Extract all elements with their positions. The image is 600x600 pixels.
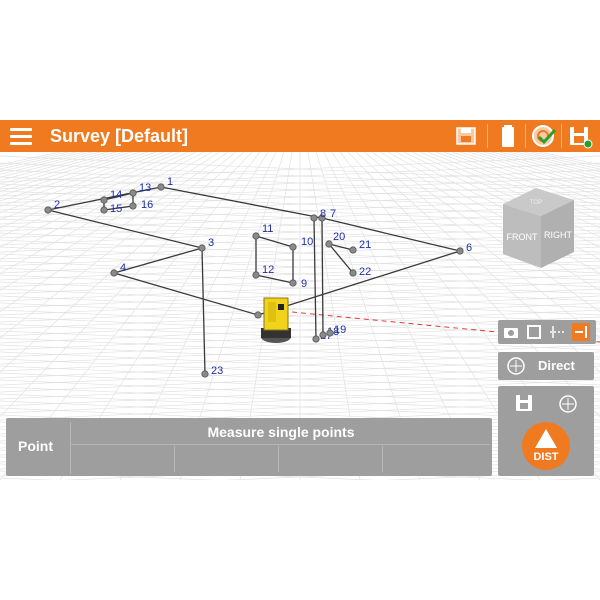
polyline-segment — [113, 247, 203, 274]
polyline-segment — [328, 243, 354, 251]
laser-icon — [575, 326, 587, 338]
target-check-icon — [532, 125, 557, 147]
survey-point-label: 16 — [141, 199, 153, 211]
polyline-segment — [47, 209, 203, 249]
triangle-up-icon — [535, 429, 557, 448]
survey-point-14[interactable]: 14 — [100, 189, 122, 204]
target-icon — [507, 357, 525, 375]
direct-measure-button[interactable]: Direct — [498, 352, 594, 380]
dist-label: DIST — [533, 451, 559, 463]
survey-polylines — [47, 186, 461, 375]
frame-mode-button[interactable] — [525, 323, 543, 341]
survey-point-label: 1 — [167, 176, 173, 188]
survey-point-label: 20 — [333, 231, 345, 243]
measure-info-panel: Point Measure single points — [6, 418, 492, 476]
data-save-status-button[interactable] — [566, 123, 594, 149]
survey-point-13[interactable]: 13 — [129, 182, 151, 197]
survey-point-22[interactable]: 22 — [349, 266, 371, 278]
instrument-model[interactable] — [261, 297, 291, 343]
save-status-icon — [570, 127, 593, 149]
page-title: Survey [Default] — [50, 126, 189, 146]
polyline-segment — [255, 235, 294, 248]
survey-point-9[interactable]: 9 — [289, 278, 307, 290]
save-button[interactable] — [452, 123, 480, 149]
survey-point-label: 19 — [334, 324, 346, 336]
survey-point-6[interactable]: 6 — [456, 242, 472, 255]
survey-app-screen: Survey [Default] — [0, 120, 600, 480]
survey-points: 1234567891011121314151617181920212223 — [44, 176, 472, 378]
survey-point-label: 6 — [466, 242, 472, 254]
laser-mode-button[interactable] — [572, 323, 590, 341]
survey-point-19[interactable]: 19 — [326, 324, 346, 337]
mode-label: Point — [18, 438, 53, 454]
survey-point-label: 7 — [330, 208, 336, 220]
survey-point-10[interactable]: 10 — [289, 236, 313, 251]
survey-point-label: 11 — [262, 223, 273, 235]
survey-point-label: 14 — [110, 189, 122, 201]
polyline-segment — [328, 243, 354, 274]
survey-point-label: 8 — [320, 208, 326, 220]
frame-icon — [527, 325, 541, 339]
survey-point-16[interactable]: 16 — [129, 199, 153, 211]
polyline-segment — [113, 272, 259, 316]
camera-mode-button[interactable] — [502, 323, 520, 341]
camera-icon — [504, 328, 518, 338]
survey-point-label: 4 — [120, 262, 126, 274]
battery-indicator — [494, 123, 522, 149]
menu-icon — [10, 128, 32, 131]
survey-point-1[interactable]: 1 — [157, 176, 173, 191]
battery-icon — [502, 125, 514, 147]
survey-point-label: 2 — [54, 199, 60, 211]
survey-point-label: 9 — [301, 278, 307, 290]
menu-button[interactable] — [10, 127, 34, 145]
polyline-segment — [255, 274, 294, 284]
survey-point-12[interactable]: 12 — [252, 264, 274, 279]
polyline-segment — [103, 192, 134, 201]
polyline-segment — [201, 247, 206, 375]
laser-beam — [291, 311, 600, 343]
survey-point-label: 3 — [208, 237, 214, 249]
survey-point-label: 22 — [359, 266, 371, 278]
survey-point-3[interactable]: 3 — [198, 237, 214, 252]
crosshair-distance-icon — [550, 326, 564, 338]
top-app-bar: Survey [Default] — [0, 120, 600, 152]
survey-point-11[interactable]: 11 — [252, 223, 274, 240]
survey-point-21[interactable]: 21 — [349, 239, 371, 254]
survey-point-23[interactable]: 23 — [201, 365, 223, 378]
survey-point-label: 23 — [211, 365, 223, 377]
survey-point-20[interactable]: 20 — [325, 231, 345, 248]
measure-title: Measure single points — [207, 424, 355, 440]
polyline-segment — [313, 217, 317, 340]
viewcube-top-label: TOP — [530, 200, 542, 206]
survey-point-label: 13 — [139, 182, 151, 194]
survey-point-label: 15 — [110, 203, 122, 215]
view-cube[interactable]: TOP FRONT RIGHT — [498, 184, 578, 274]
direct-label: Direct — [538, 358, 575, 373]
survey-point-label: 21 — [359, 239, 371, 251]
measure-action-panel: DIST — [498, 386, 594, 476]
survey-point-8[interactable]: 8 — [310, 208, 326, 222]
polyline-segment — [321, 217, 324, 336]
polyline-segment — [160, 186, 323, 219]
polyline-segment — [257, 250, 461, 316]
survey-point-label: 12 — [262, 264, 274, 276]
viewcube-front-label: FRONT — [507, 232, 538, 242]
survey-point-7[interactable]: 7 — [318, 208, 336, 222]
survey-point-2[interactable]: 2 — [44, 199, 60, 214]
target-icon[interactable] — [554, 390, 584, 418]
survey-point-4[interactable]: 4 — [110, 262, 126, 277]
instrument-status-button[interactable] — [530, 123, 558, 149]
polyline-segment — [103, 205, 134, 211]
measurement-mode-strip — [498, 320, 596, 344]
survey-point-label: 10 — [301, 236, 313, 248]
crosshair-distance-mode-button[interactable] — [548, 323, 566, 341]
dist-button[interactable]: DIST — [522, 422, 570, 470]
viewcube-right-label: RIGHT — [544, 230, 573, 240]
save-icon — [456, 127, 476, 145]
store-icon[interactable] — [510, 390, 540, 418]
survey-point-15[interactable]: 15 — [100, 203, 122, 215]
polyline-segment — [321, 217, 461, 252]
